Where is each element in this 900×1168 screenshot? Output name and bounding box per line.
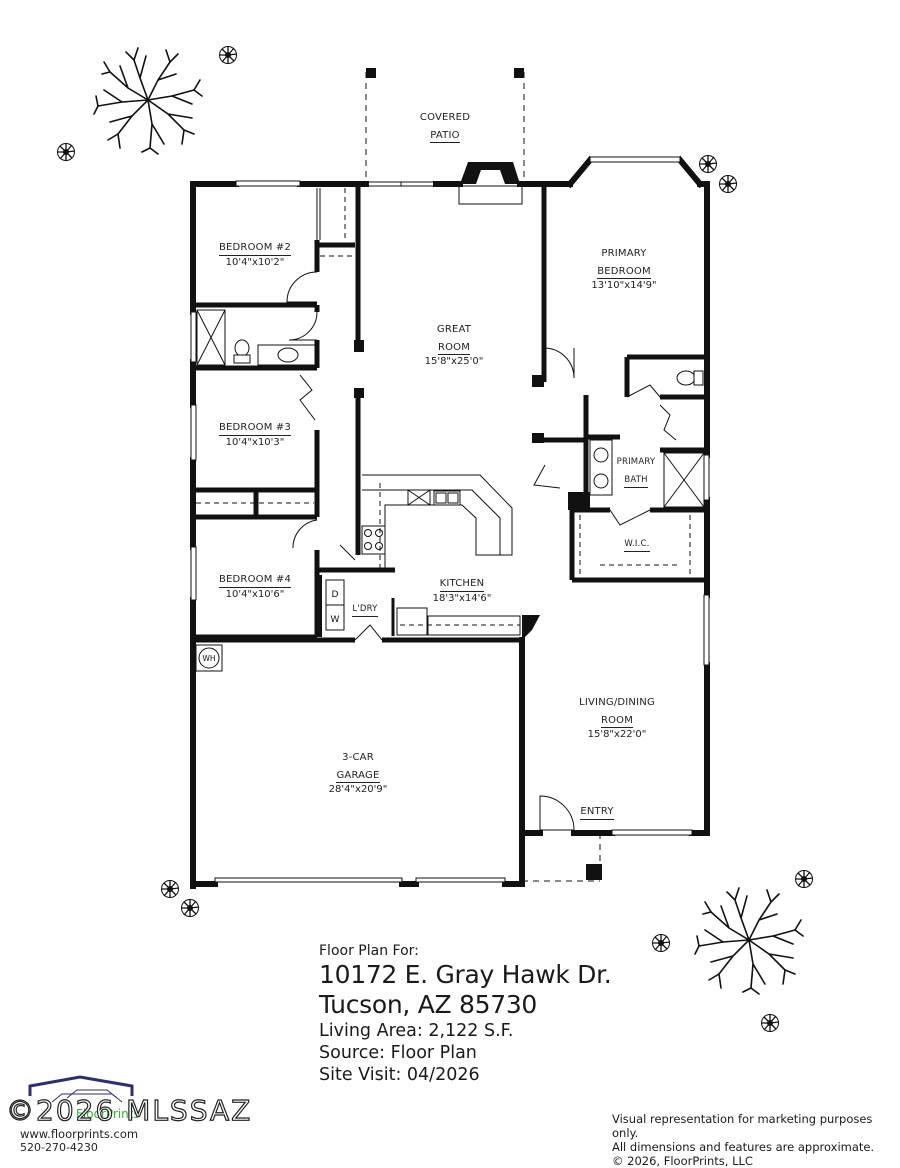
disclaimer: Visual representation for marketing purp… — [612, 1112, 900, 1168]
site-visit: Site Visit: 04/2026 — [319, 1065, 480, 1085]
kitchen-sink-icon — [433, 490, 461, 506]
shrub-icon — [180, 898, 200, 918]
room-label-bedroom-3: BEDROOM #3 10'4"x10'3" — [205, 416, 305, 448]
room-name: PRIMARY — [601, 248, 647, 259]
window-icon — [365, 181, 437, 187]
room-dimensions: 13'10"x14'9" — [591, 280, 657, 291]
shrub-icon — [218, 45, 238, 65]
room-label-garage: 3-CAR GARAGE 28'4"x20'9" — [308, 752, 408, 796]
shrub-icon — [698, 154, 718, 174]
washer-icon — [325, 604, 345, 631]
property-info: Floor Plan For: 10172 E. Gray Hawk Dr. T… — [319, 942, 612, 1086]
shrub-icon — [651, 933, 671, 953]
room-name: GARAGE — [336, 770, 380, 783]
shrub-icon — [794, 869, 814, 889]
phone-number: 520-270-4230 — [20, 1141, 98, 1154]
room-name: ROOM — [600, 715, 634, 728]
address-line-2: Tucson, AZ 85730 — [319, 990, 538, 1019]
shrub-icon — [56, 142, 76, 162]
toilet-icon — [233, 339, 251, 364]
room-label-bedroom-4: BEDROOM #4 10'4"x10'6" — [205, 568, 305, 600]
exterior-walls — [190, 155, 710, 889]
room-name: BEDROOM — [597, 266, 651, 279]
range-icon — [361, 525, 386, 555]
window-icon — [190, 156, 710, 883]
sink-icon — [589, 439, 613, 496]
closet-shelves — [196, 188, 691, 626]
room-label-great-room: GREAT ROOM 15'8"x25'0" — [404, 324, 504, 368]
disclaimer-line: All dimensions and features are approxim… — [612, 1140, 875, 1154]
room-name: PRIMARY — [616, 457, 656, 467]
room-name: ROOM — [437, 342, 471, 355]
room-dimensions: 10'4"x10'3" — [225, 436, 285, 448]
shrub-icon — [760, 1013, 780, 1033]
room-label-wic: W.I.C. — [612, 532, 662, 552]
disclaimer-line: Visual representation for marketing purp… — [612, 1112, 873, 1140]
water-heater-label: WH — [202, 654, 215, 663]
room-dimensions: 10'4"x10'6" — [225, 588, 285, 600]
porch-outline — [522, 833, 601, 882]
room-label-bedroom-2: BEDROOM #2 10'4"x10'2" — [205, 236, 305, 268]
room-name: ENTRY — [580, 806, 614, 820]
brand-name: FloorPrints — [76, 1107, 140, 1121]
dishwasher-icon — [407, 489, 431, 506]
source: Source: Floor Plan — [319, 1043, 477, 1063]
room-dimensions: 15'8"x22'0" — [587, 729, 647, 740]
room-name: W.I.C. — [624, 539, 650, 552]
room-dimensions: 28'4"x20'9" — [328, 784, 388, 795]
interior-walls — [193, 184, 704, 643]
room-name: LIVING/DINING — [579, 697, 655, 708]
room-name: BATH — [624, 475, 648, 488]
watermark: ©2026 MLSSAZ — [5, 1093, 253, 1127]
shower-icon — [196, 309, 226, 366]
room-name: L'DRY — [352, 604, 378, 617]
room-dimensions: 18'3"x14'6" — [432, 592, 492, 604]
info-intro: Floor Plan For: — [319, 943, 419, 959]
room-label-living-dining: LIVING/DINING ROOM 15'8"x22'0" — [562, 697, 672, 741]
washer-label: W — [331, 615, 340, 625]
door-swing-icon — [286, 271, 677, 831]
room-name: GREAT — [436, 324, 472, 335]
room-label-laundry: L'DRY — [345, 597, 385, 617]
shrub-icon — [718, 174, 738, 194]
water-heater-icon — [195, 644, 223, 672]
tree-large-icon — [694, 887, 804, 995]
tree-large-icon — [93, 47, 203, 155]
sink-icon — [257, 344, 316, 366]
dryer-label: D — [332, 590, 339, 600]
house-roof-icon — [28, 1075, 134, 1103]
pantry-counter — [391, 598, 521, 636]
room-name: 3-CAR — [342, 752, 374, 763]
room-name: PATIO — [430, 130, 460, 143]
address-line-1: 10172 E. Gray Hawk Dr. — [319, 960, 612, 989]
toilet-icon — [676, 370, 704, 386]
room-name: BEDROOM #3 — [218, 422, 292, 436]
room-label-covered-patio: COVERED PATIO — [395, 112, 495, 143]
room-name: BEDROOM #4 — [218, 574, 292, 588]
room-label-entry: ENTRY — [572, 800, 622, 820]
room-label-primary-bedroom: PRIMARY BEDROOM 13'10"x14'9" — [574, 248, 674, 292]
living-area: Living Area: 2,122 S.F. — [319, 1021, 514, 1041]
shower-icon — [663, 452, 705, 508]
room-label-kitchen: KITCHEN 18'3"x14'6" — [412, 572, 512, 604]
room-name: KITCHEN — [439, 578, 485, 592]
room-label-primary-bath: PRIMARY BATH — [606, 457, 666, 488]
website-link[interactable]: www.floorprints.com — [20, 1127, 139, 1141]
room-name: COVERED — [419, 112, 471, 123]
fireplace — [458, 162, 523, 205]
copyright: © 2026, FloorPrints, LLC — [612, 1154, 753, 1168]
room-dimensions: 10'4"x10'2" — [225, 256, 285, 268]
room-dimensions: 15'8"x25'0" — [424, 356, 484, 367]
floorprints-logo: FloorPrints ©2026 MLSSAZ www.floorprints… — [5, 1074, 256, 1154]
room-name: BEDROOM #2 — [218, 242, 292, 256]
shrub-icon — [160, 879, 180, 899]
covered-patio-outline — [365, 72, 525, 184]
